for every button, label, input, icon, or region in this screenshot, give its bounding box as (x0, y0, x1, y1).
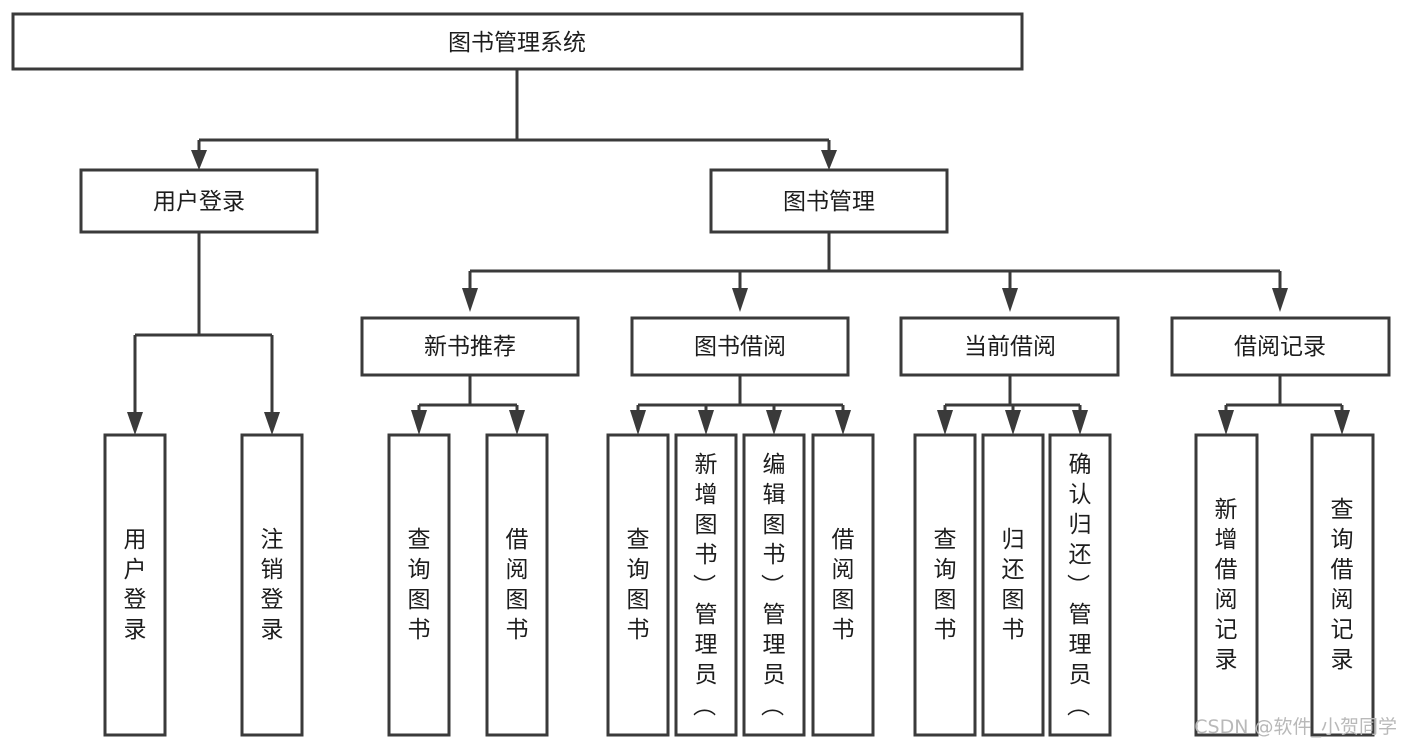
node-borrow-record[interactable]: 借阅记录 (1170, 316, 1391, 377)
connectors-layer (127, 69, 1350, 435)
arrow-head-leaf-return-book (1005, 410, 1021, 435)
node-user-login[interactable]: 用户登录 (79, 168, 319, 234)
node-leaf-query-book-2-label: 查询图书 (627, 527, 650, 643)
node-book-borrow[interactable]: 图书借阅 (630, 316, 850, 377)
arrow-head-new-book-recommend (462, 288, 478, 312)
node-leaf-query-book-3-label: 查询图书 (934, 527, 957, 643)
node-leaf-confirm-return-box[interactable] (1048, 433, 1112, 737)
node-leaf-borrow-book-1[interactable]: 借阅图书 (485, 433, 549, 737)
node-leaf-return-book[interactable]: 归还图书 (981, 433, 1045, 737)
node-leaf-query-record-label: 查询借阅记录 (1331, 497, 1354, 673)
node-leaf-return-book-box[interactable] (981, 433, 1045, 737)
svg-text:）: ） (1067, 694, 1093, 717)
arrow-head-leaf-borrow-book-2 (835, 410, 851, 435)
arrow-head-current-borrow (1002, 288, 1018, 312)
node-leaf-query-book-1-box[interactable] (387, 433, 451, 737)
node-book-manage[interactable]: 图书管理 (709, 168, 949, 234)
node-leaf-user-login-box[interactable] (103, 433, 167, 737)
node-root-label: 图书管理系统 (448, 30, 586, 56)
node-root-box[interactable] (11, 12, 1024, 71)
arrow-head-leaf-add-book (698, 410, 714, 435)
node-leaf-borrow-book-2-box[interactable] (811, 433, 875, 737)
arrow-head-user-login (191, 150, 207, 170)
node-leaf-add-record-box[interactable] (1194, 433, 1259, 737)
node-leaf-query-book-2-box[interactable] (606, 433, 670, 737)
node-new-book-recommend[interactable]: 新书推荐 (360, 316, 580, 377)
node-leaf-add-record[interactable]: 新增借阅记录 (1194, 433, 1259, 737)
node-leaf-edit-book-box[interactable] (742, 433, 806, 737)
node-leaf-query-record[interactable]: 查询借阅记录 (1310, 433, 1375, 737)
node-current-borrow-box[interactable] (899, 316, 1120, 377)
node-leaf-add-book[interactable]: 新增图书管理员 （ ） (674, 433, 738, 737)
svg-text:（: （ (1067, 574, 1093, 597)
node-root[interactable]: 图书管理系统 (11, 12, 1024, 71)
arrow-head-book-borrow (732, 288, 748, 312)
node-leaf-query-book-3-box[interactable] (913, 433, 977, 737)
arrow-head-leaf-borrow-book-1 (509, 410, 525, 435)
csdn-watermark: CSDN @软件_小贺同学 (1194, 716, 1397, 738)
node-leaf-confirm-return-label: 确认归还管理员 (1069, 452, 1092, 688)
node-leaf-borrow-book-2-label: 借阅图书 (832, 527, 855, 643)
node-user-login-label: 用户登录 (153, 189, 245, 215)
node-leaf-add-book-box[interactable] (674, 433, 738, 737)
node-leaf-query-book-1[interactable]: 查询图书 (387, 433, 451, 737)
svg-text:）: ） (693, 694, 719, 717)
node-leaf-return-book-label: 归还图书 (1002, 527, 1025, 643)
node-leaf-query-record-box[interactable] (1310, 433, 1375, 737)
svg-text:）: ） (761, 694, 787, 717)
arrow-head-leaf-query-book-3 (937, 410, 953, 435)
node-new-book-recommend-box[interactable] (360, 316, 580, 377)
node-borrow-record-label: 借阅记录 (1234, 334, 1326, 360)
node-leaf-edit-book-label: 编辑图书管理员 (763, 452, 786, 688)
node-leaf-user-logout-box[interactable] (240, 433, 304, 737)
node-book-manage-label: 图书管理 (783, 189, 875, 215)
node-book-manage-box[interactable] (709, 168, 949, 234)
arrow-head-borrow-record (1272, 288, 1288, 312)
node-current-borrow-label: 当前借阅 (964, 334, 1056, 360)
node-leaf-user-login[interactable]: 用户登录 (103, 433, 167, 737)
arrow-head-book-manage (821, 150, 837, 170)
node-leaf-query-book-2[interactable]: 查询图书 (606, 433, 670, 737)
node-book-borrow-label: 图书借阅 (694, 334, 786, 360)
arrow-head-leaf-query-book-1 (411, 410, 427, 435)
node-borrow-record-box[interactable] (1170, 316, 1391, 377)
node-leaf-borrow-book-1-label: 借阅图书 (506, 527, 529, 643)
node-new-book-recommend-label: 新书推荐 (424, 334, 516, 360)
node-leaf-user-logout-label: 注销登录 (261, 527, 284, 643)
arrow-head-leaf-user-login (127, 412, 143, 435)
node-current-borrow[interactable]: 当前借阅 (899, 316, 1120, 377)
node-leaf-borrow-book-1-box[interactable] (485, 433, 549, 737)
node-leaf-borrow-book-2[interactable]: 借阅图书 (811, 433, 875, 737)
svg-text:（: （ (761, 574, 787, 597)
node-leaf-query-book-1-label: 查询图书 (408, 527, 431, 643)
node-leaf-user-login-label: 用户登录 (124, 527, 147, 643)
arrow-head-leaf-user-logout (264, 412, 280, 435)
arrow-head-leaf-confirm-return (1072, 410, 1088, 435)
node-leaf-edit-book[interactable]: 编辑图书管理员 （ ） (742, 433, 806, 737)
node-book-borrow-box[interactable] (630, 316, 850, 377)
node-leaf-query-book-3[interactable]: 查询图书 (913, 433, 977, 737)
arrow-head-leaf-query-record (1334, 410, 1350, 435)
node-leaf-user-logout[interactable]: 注销登录 (240, 433, 304, 737)
arrow-head-leaf-query-book-2 (630, 410, 646, 435)
node-leaf-confirm-return[interactable]: 确认归还管理员 （ ） (1048, 433, 1112, 737)
node-leaf-add-book-label: 新增图书管理员 (695, 452, 718, 688)
node-leaf-add-record-label: 新增借阅记录 (1215, 497, 1238, 673)
arrow-head-leaf-edit-book (766, 410, 782, 435)
arrow-head-leaf-add-record (1218, 410, 1234, 435)
node-user-login-box[interactable] (79, 168, 319, 234)
svg-text:（: （ (693, 574, 719, 597)
